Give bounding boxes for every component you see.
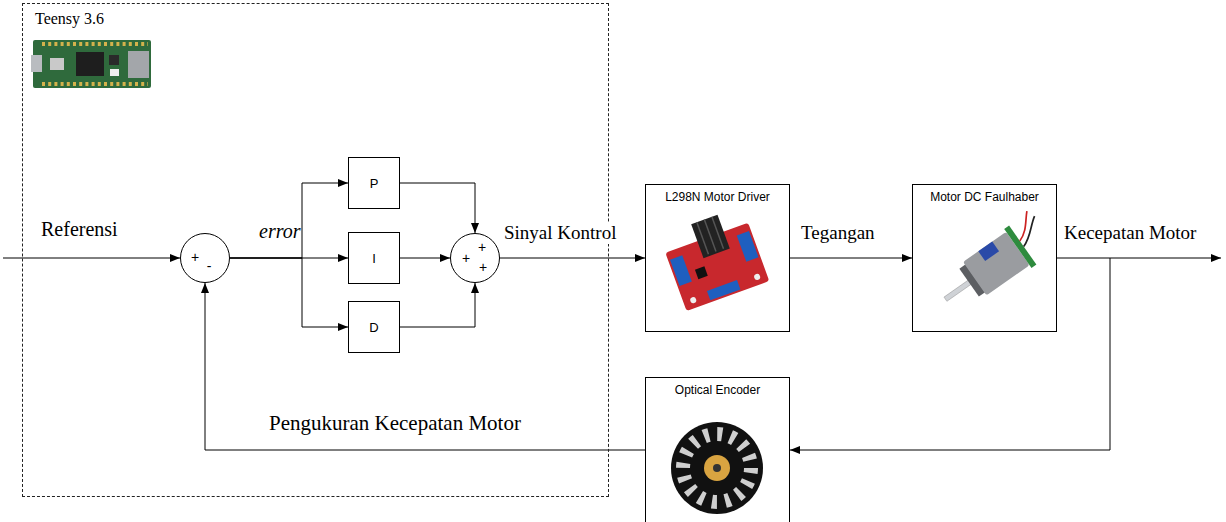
junction-circle (450, 233, 500, 283)
driver-box: L298N Motor Driver (645, 184, 790, 332)
signal-arrow (400, 283, 475, 327)
signal-arrow (500, 258, 645, 259)
signal-arrow (400, 183, 475, 233)
signal-arrow (790, 258, 912, 259)
edge-label: Tegangan (800, 222, 876, 244)
motor-box: Motor DC Faulhaber (912, 184, 1057, 332)
summing-junction: + + + (450, 233, 500, 283)
l298n-board-picture (659, 206, 769, 311)
edge-label: Sinyal Kontrol (503, 222, 617, 244)
box-label: L298N Motor Driver (665, 190, 770, 204)
signal-label: error (258, 220, 301, 243)
signal-label: Referensi (40, 218, 119, 241)
input-wire (3, 258, 180, 259)
region-title: Teensy 3.6 (35, 10, 104, 28)
teensy-board-picture (31, 40, 151, 88)
signal-arrow (400, 258, 450, 259)
sign-mark: + (190, 250, 200, 264)
sign-mark: + (477, 240, 487, 254)
junction-outline (451, 234, 500, 283)
sensor-box: Optical Encoder (645, 377, 790, 522)
sign-mark: + (461, 251, 471, 265)
junction-circle (180, 233, 230, 283)
dc-motor-picture (931, 209, 1058, 319)
optical-encoder-picture (671, 422, 763, 514)
signal-arrow (230, 183, 348, 258)
signal-label: Kecepatan Motor (1063, 222, 1197, 244)
signal-arrow (790, 258, 1110, 450)
box-label: P (370, 176, 379, 191)
signal-arrow (230, 258, 348, 327)
summing-junction: +- (180, 233, 230, 283)
controller-block: I (348, 232, 400, 284)
edge-label: Pengukuran Kecepatan Motor (268, 411, 522, 435)
signal-arrow (205, 283, 645, 450)
output-wire (1110, 258, 1221, 259)
sign-mark: - (204, 259, 214, 273)
box-label: I (372, 251, 376, 266)
sign-mark: + (478, 260, 488, 274)
box-label: Motor DC Faulhaber (930, 190, 1039, 204)
box-label: Optical Encoder (675, 383, 760, 397)
box-label: D (369, 320, 378, 335)
junction-outline (181, 234, 230, 283)
controller-block: D (348, 301, 400, 353)
controller-block: P (348, 157, 400, 209)
